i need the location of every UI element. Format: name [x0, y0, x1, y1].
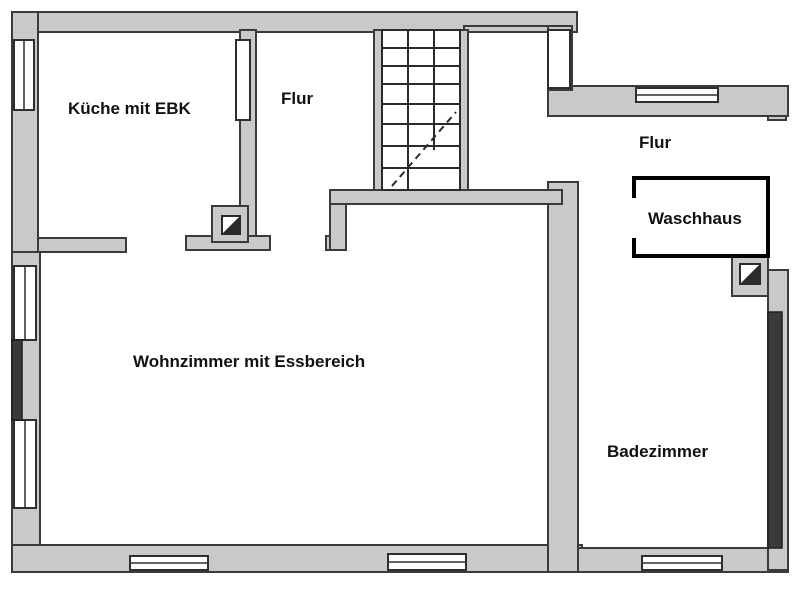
bath-chimney [731, 255, 769, 297]
hallway-right-label: Flur [639, 133, 672, 152]
kitchen-chimney [211, 205, 249, 243]
laundry-outline [632, 176, 770, 258]
left-wall-dark-strip [11, 339, 23, 421]
kitchen-label: Küche mit EBK [68, 99, 191, 118]
kitchen-top-window [235, 39, 251, 121]
kitchen-bottom-wall-left [37, 237, 127, 253]
living-room-label: Wohnzimmer mit Essbereich [133, 352, 366, 371]
bathroom-label: Badezimmer [607, 442, 709, 461]
hallway-upper-label: Flur [281, 89, 314, 108]
annex-window [547, 29, 571, 89]
stair-right-wall [463, 25, 549, 33]
laundry-label: Waschhaus [648, 209, 742, 228]
bottom-wall-left [11, 544, 583, 573]
middle-vertical-wall [547, 181, 579, 573]
living-top-wall [329, 189, 563, 205]
staircase [381, 29, 461, 191]
stair-left-wall [373, 29, 383, 191]
right-wall-dark-strip [767, 311, 783, 549]
stair-right-inner-wall [459, 29, 469, 191]
